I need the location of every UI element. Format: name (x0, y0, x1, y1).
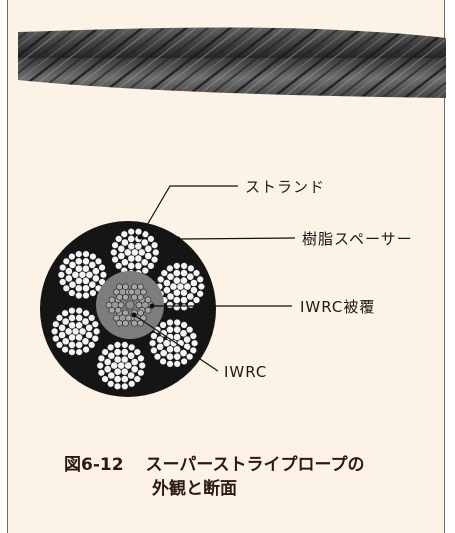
leader-lines (133, 185, 296, 372)
figure-caption: 図6-12 スーパーストライプロープの 外観と断面 (64, 453, 365, 501)
label-resin-spacer: 樹脂スペーサー (302, 230, 413, 248)
caption-line-1: スーパーストライプロープの (145, 455, 365, 475)
label-iwrc: IWRC (224, 363, 268, 381)
rope-cross-section (40, 221, 216, 397)
label-strand: ストランド (245, 178, 326, 196)
label-iwrc-coating: IWRC被覆 (300, 298, 376, 316)
leader-line-iwrc (133, 314, 219, 372)
leader-line-strand (139, 185, 238, 238)
leader-dots (131, 234, 181, 318)
iwrc-core (105, 283, 155, 327)
wire-rope-photo (18, 27, 446, 98)
leader-line-resin-spacer (177, 237, 296, 240)
outer-strands (50, 228, 206, 390)
caption-line-2: 外観と断面 (152, 479, 237, 499)
caption-number: 図6-12 (64, 455, 124, 475)
